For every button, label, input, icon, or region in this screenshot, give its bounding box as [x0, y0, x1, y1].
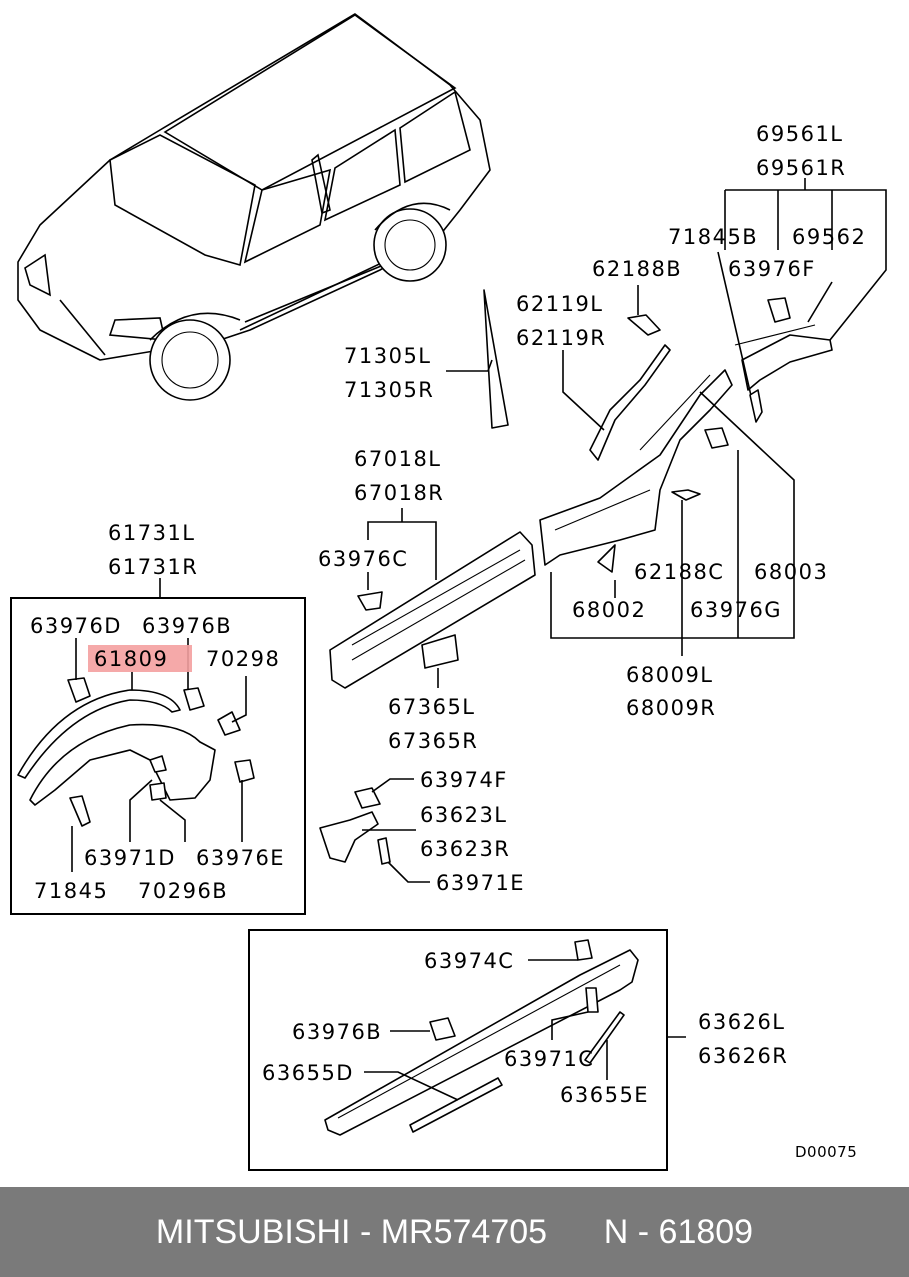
group-box-63626	[248, 929, 668, 1171]
label-63623L: 63623L	[420, 803, 508, 827]
label-67365L: 67365L	[388, 695, 476, 719]
label-63655E: 63655E	[560, 1083, 649, 1107]
part-61809-shape	[17, 677, 255, 827]
part-71305-shape	[483, 289, 509, 429]
footer-n-prefix: N -	[603, 1212, 659, 1251]
label-reference-code: D00075	[795, 1143, 857, 1161]
footer-separator: -	[350, 1212, 381, 1251]
label-63976E: 63976E	[196, 846, 285, 870]
label-70298: 70298	[206, 647, 280, 671]
footer-part-number: MR574705	[380, 1212, 548, 1251]
label-61809: 61809	[94, 647, 168, 671]
label-61731R: 61731R	[108, 555, 198, 579]
label-63974F: 63974F	[420, 768, 508, 792]
label-63976D: 63976D	[30, 614, 122, 638]
label-63626R: 63626R	[698, 1044, 788, 1068]
label-67018L: 67018L	[354, 447, 442, 471]
label-63976G: 63976G	[690, 598, 782, 622]
label-61731L: 61731L	[108, 521, 196, 545]
label-69561R: 69561R	[756, 156, 846, 180]
label-67018R: 67018R	[354, 481, 444, 505]
label-63626L: 63626L	[698, 1010, 786, 1034]
label-63623R: 63623R	[420, 837, 510, 861]
footer-n-number: 61809	[658, 1212, 754, 1251]
label-71305R: 71305R	[344, 378, 434, 402]
part-63623-shape	[319, 787, 391, 865]
vehicle-illustration	[17, 13, 491, 401]
part-69561-shape	[734, 297, 833, 391]
part-63626-shape	[324, 939, 639, 1136]
label-62119R: 62119R	[516, 326, 606, 350]
part-68009-shape	[539, 369, 733, 573]
label-63976B-top: 63976B	[142, 614, 232, 638]
label-63971E: 63971E	[436, 871, 525, 895]
label-63655D: 63655D	[262, 1061, 354, 1085]
label-71845: 71845	[34, 879, 108, 903]
label-63976F: 63976F	[728, 257, 816, 281]
label-62188B: 62188B	[592, 257, 682, 281]
label-69561L: 69561L	[756, 122, 844, 146]
label-71845B: 71845B	[668, 225, 758, 249]
label-63974C: 63974C	[424, 949, 514, 973]
label-71305L: 71305L	[344, 344, 432, 368]
highlight-61809	[88, 645, 192, 672]
group-box-61731	[10, 597, 306, 915]
label-63976C: 63976C	[318, 547, 408, 571]
label-62188C: 62188C	[634, 560, 724, 584]
label-68003: 68003	[754, 560, 828, 584]
label-63971C: 63971C	[504, 1047, 594, 1071]
footer-gap	[547, 1213, 604, 1252]
label-68009L: 68009L	[626, 663, 714, 687]
label-62119L: 62119L	[516, 292, 604, 316]
label-69562: 69562	[792, 225, 866, 249]
label-68009R: 68009R	[626, 696, 716, 720]
label-63971D: 63971D	[84, 846, 176, 870]
footer-brand: MITSUBISHI	[155, 1212, 351, 1251]
part-62119-shape	[589, 344, 671, 461]
label-67365R: 67365R	[388, 729, 478, 753]
footer-bar: MITSUBISHI - MR574705 N - 61809	[0, 1187, 909, 1277]
parts-diagram: 69561L 69561R 71845B 69562 63976F 62188B…	[10, 13, 887, 1171]
label-63976B-bottom: 63976B	[292, 1020, 382, 1044]
label-70296B: 70296B	[138, 879, 228, 903]
label-68002: 68002	[572, 598, 646, 622]
part-67018-shape	[329, 531, 536, 689]
